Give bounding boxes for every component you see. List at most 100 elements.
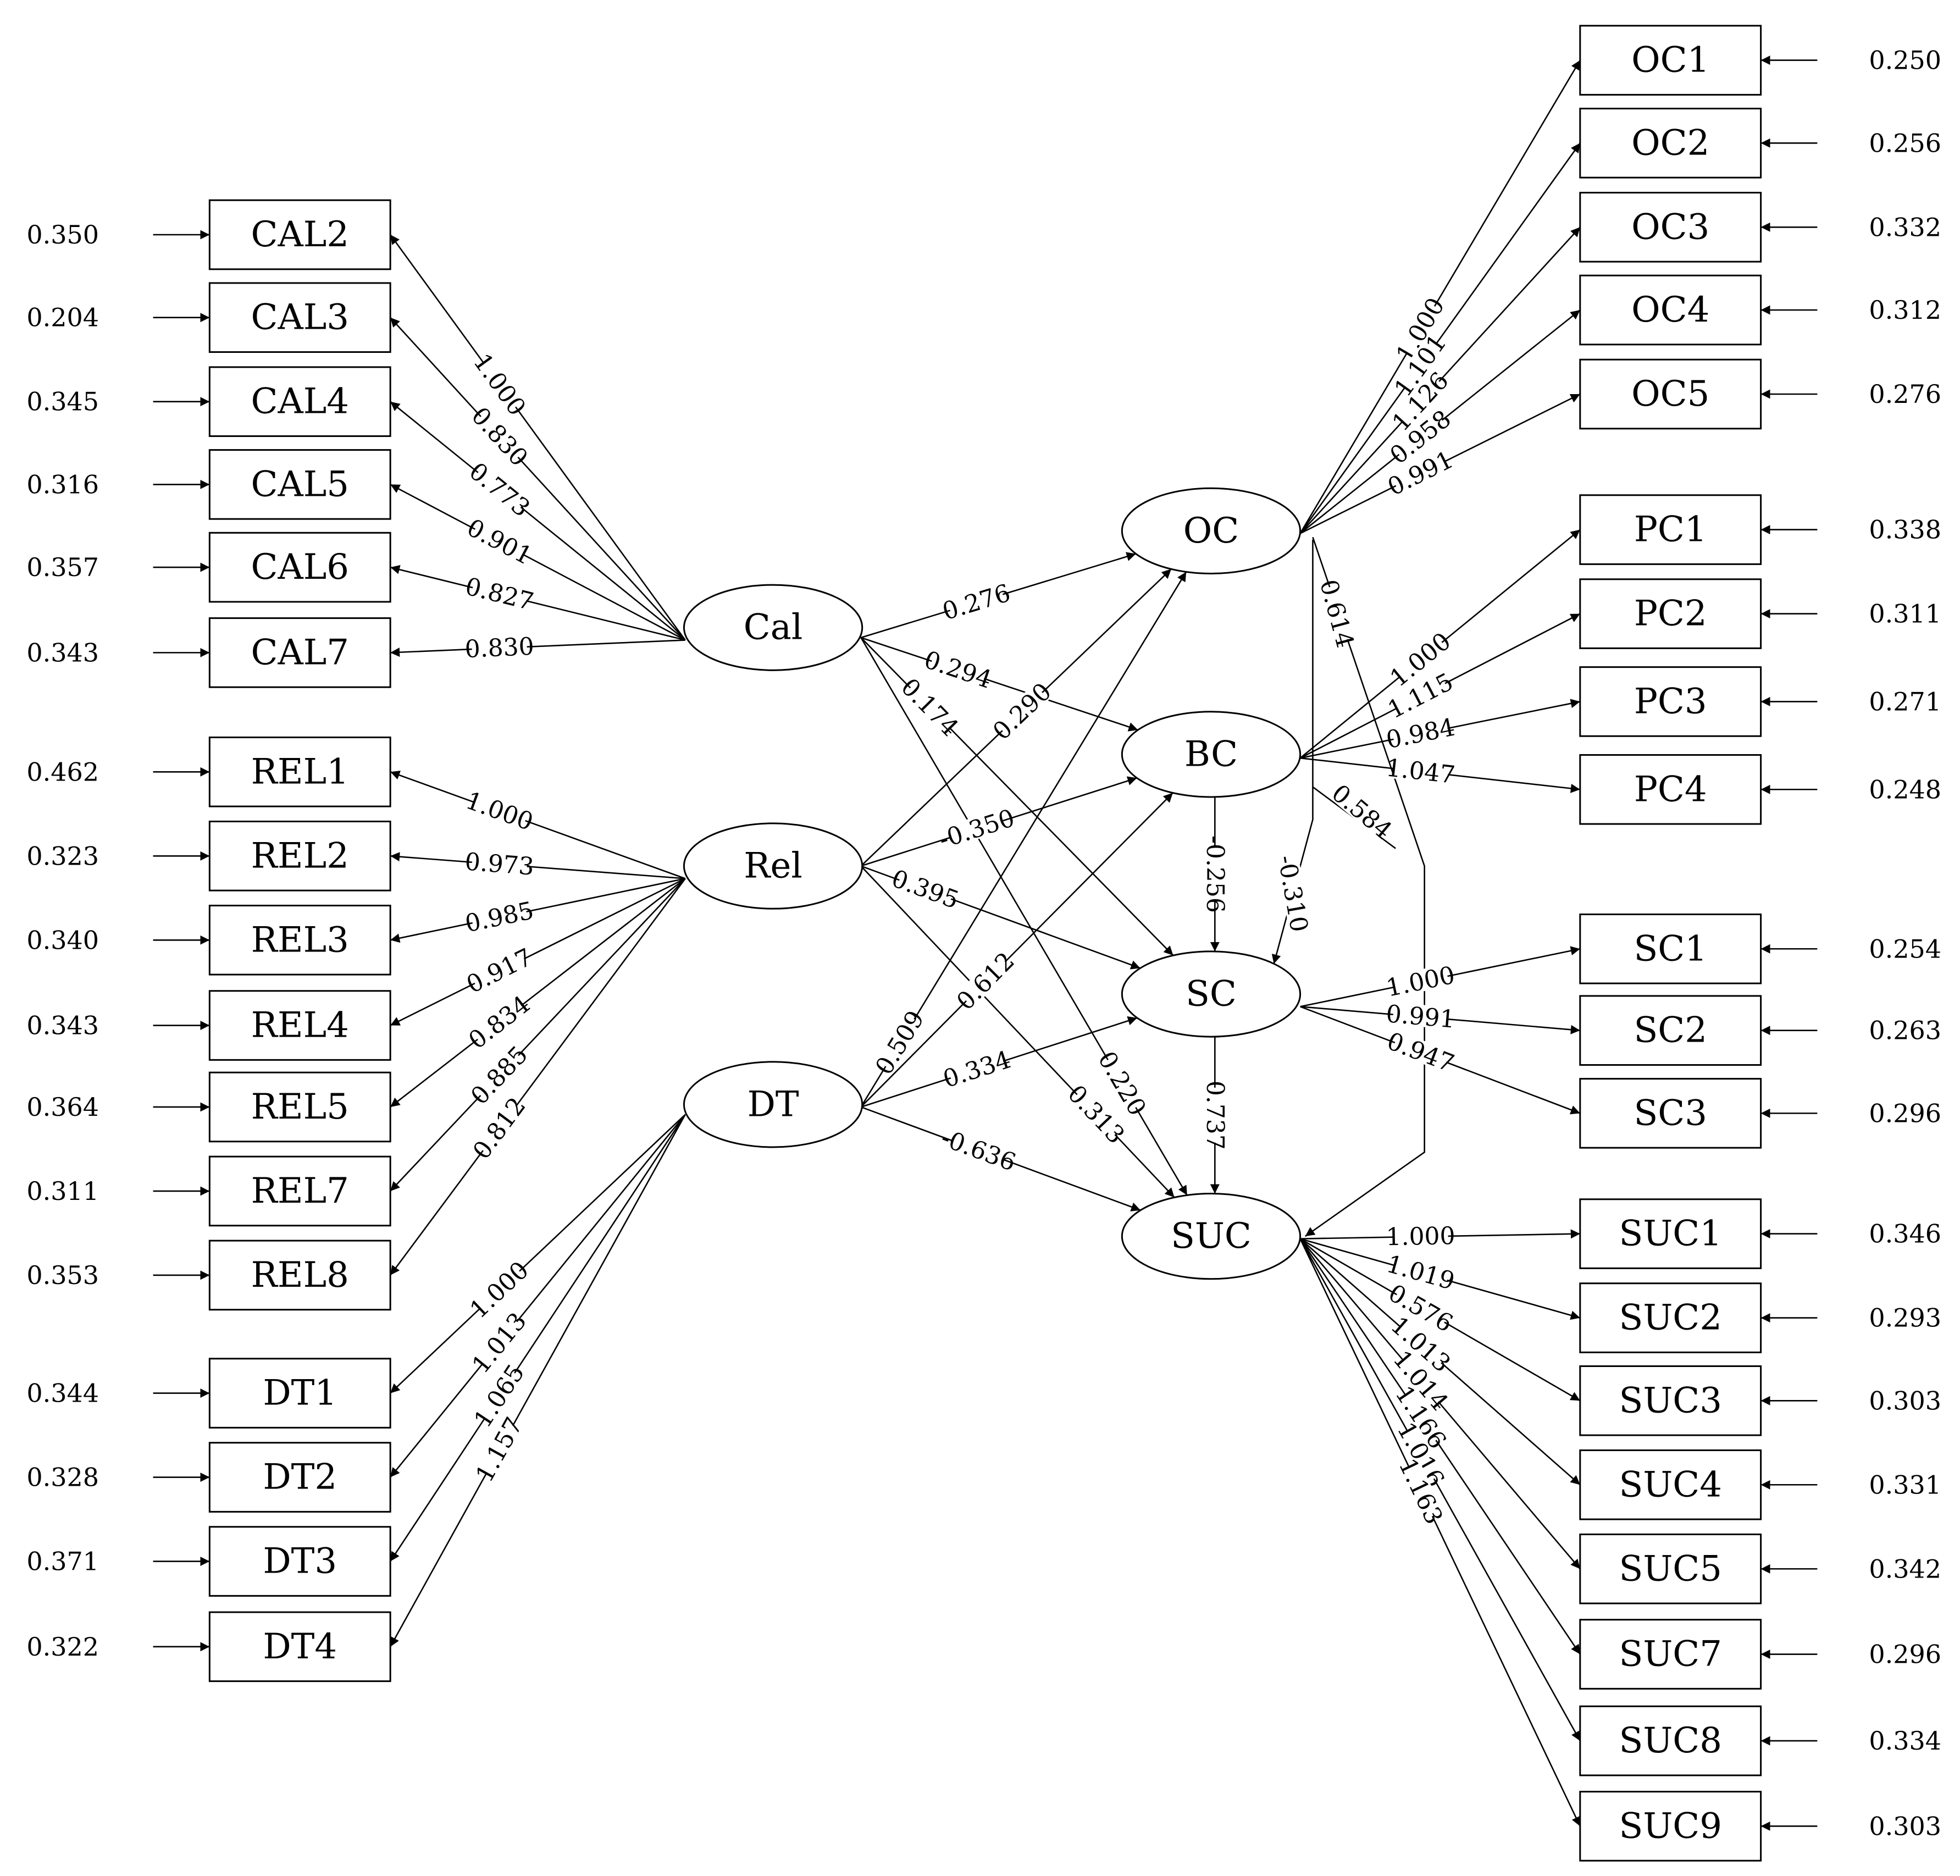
indicator-box-pc4 [1579, 754, 1762, 825]
indicator-box-pc3 [1579, 666, 1762, 737]
error-value-cal2: 0.350 [26, 220, 99, 250]
indicator-label-dt4: DT4 [263, 1626, 337, 1667]
indicator-label-cal7: CAL7 [251, 632, 349, 673]
error-value-sc1: 0.254 [1869, 934, 1941, 964]
latent-ellipse-dt [683, 1061, 863, 1148]
loading-arrow-rel4 [390, 878, 686, 1026]
path-value-dt-to-suc: -0.636 [937, 1124, 1020, 1177]
indicator-label-pc1: PC1 [1634, 510, 1707, 550]
indicator-label-pc4: PC4 [1634, 769, 1707, 810]
indicator-box-rel5 [208, 1071, 391, 1143]
indicator-label-sc3: SC3 [1634, 1093, 1707, 1133]
indicator-box-oc3 [1579, 192, 1762, 263]
loading-arrow-cal7 [390, 639, 685, 657]
loading-value-cal3: 0.830 [466, 402, 533, 472]
indicator-box-rel2 [208, 820, 391, 892]
error-value-suc5: 0.342 [1869, 1554, 1941, 1584]
indicator-label-rel2: REL2 [251, 835, 349, 876]
error-value-oc1: 0.250 [1869, 46, 1941, 75]
indicator-box-suc2 [1579, 1282, 1762, 1353]
path-value-bc-to-suc: 0.584 [1326, 779, 1397, 845]
indicator-label-sc1: SC1 [1634, 928, 1707, 969]
loading-value-cal4: 0.773 [464, 457, 535, 523]
path-value-rel-to-oc: 0.290 [988, 678, 1057, 746]
error-value-oc5: 0.276 [1869, 379, 1941, 409]
indicator-box-oc2 [1579, 108, 1762, 179]
indicator-label-suc8: SUC8 [1619, 1720, 1721, 1761]
indicator-box-rel3 [208, 904, 391, 976]
path-value-rel-to-bc: -0.350 [935, 804, 1018, 854]
indicator-label-rel7: REL7 [251, 1171, 349, 1211]
latent-ellipse-cal [683, 584, 863, 671]
indicator-box-rel7 [208, 1155, 391, 1227]
loading-value-sc2: 0.991 [1385, 1000, 1457, 1034]
latent-label-suc: SUC [1171, 1216, 1252, 1257]
loading-arrow-rel7 [390, 878, 686, 1192]
indicator-label-dt1: DT1 [263, 1373, 337, 1414]
loading-arrow-cal2 [390, 234, 686, 641]
loading-value-rel5: 0.834 [463, 990, 535, 1054]
indicator-box-oc1 [1579, 25, 1762, 96]
loading-arrow-suc9 [1299, 1238, 1581, 1827]
indicator-box-cal2 [208, 199, 391, 270]
indicator-label-oc3: OC3 [1631, 207, 1709, 247]
indicator-box-sc2 [1579, 995, 1762, 1066]
loading-arrow-dt4 [390, 1114, 686, 1647]
loading-arrow-rel3 [390, 878, 686, 943]
error-value-oc4: 0.312 [1869, 295, 1941, 325]
error-value-suc9: 0.303 [1869, 1811, 1941, 1841]
indicator-label-suc9: SUC9 [1619, 1806, 1721, 1846]
indicator-label-cal5: CAL5 [251, 464, 349, 505]
loading-value-rel7: 0.885 [466, 1041, 534, 1110]
error-value-cal4: 0.345 [26, 387, 99, 417]
error-value-suc1: 0.346 [1869, 1219, 1941, 1249]
indicator-box-dt4 [208, 1611, 391, 1683]
error-value-rel1: 0.462 [26, 757, 99, 787]
indicator-box-cal3 [208, 282, 391, 353]
error-value-pc4: 0.248 [1869, 774, 1941, 804]
loading-arrow-oc2 [1299, 142, 1581, 534]
indicator-label-cal2: CAL2 [251, 214, 349, 255]
error-value-rel7: 0.311 [26, 1176, 99, 1206]
loading-value-cal5: 0.901 [462, 513, 536, 571]
error-value-suc7: 0.296 [1869, 1640, 1941, 1669]
path-dt-to-oc [860, 571, 1187, 1108]
indicator-box-oc5 [1579, 358, 1762, 430]
indicator-box-dt3 [208, 1526, 391, 1597]
indicator-box-oc4 [1579, 274, 1762, 346]
latent-label-bc: BC [1184, 734, 1238, 774]
indicator-box-suc8 [1579, 1705, 1762, 1777]
indicator-label-dt2: DT2 [263, 1457, 337, 1498]
indicator-label-pc2: PC2 [1634, 594, 1707, 634]
indicator-box-dt2 [208, 1442, 391, 1513]
error-value-cal5: 0.316 [26, 469, 99, 499]
indicator-box-dt1 [208, 1358, 391, 1429]
error-value-suc2: 0.293 [1869, 1303, 1941, 1333]
indicator-label-cal6: CAL6 [251, 547, 349, 588]
loading-arrow-cal4 [390, 401, 686, 641]
loading-value-suc1: 1.000 [1386, 1222, 1455, 1251]
indicator-label-suc4: SUC4 [1619, 1464, 1721, 1505]
indicator-label-dt3: DT3 [263, 1541, 337, 1582]
indicator-label-sc2: SC2 [1634, 1010, 1707, 1051]
indicator-box-suc7 [1579, 1619, 1762, 1690]
indicator-box-cal5 [208, 449, 391, 520]
loading-value-rel4: 0.917 [462, 943, 536, 999]
path-value-cal-to-bc: 0.294 [921, 646, 995, 694]
loading-value-pc4: 1.047 [1385, 754, 1457, 789]
latent-ellipse-suc [1121, 1193, 1302, 1280]
loading-arrow-rel1 [390, 771, 686, 879]
loading-arrow-rel8 [390, 878, 686, 1276]
path-oc-to-suc [1304, 536, 1425, 1237]
loading-arrow-dt2 [390, 1114, 686, 1478]
error-value-rel4: 0.343 [26, 1011, 99, 1041]
indicator-label-suc7: SUC7 [1619, 1634, 1721, 1675]
indicator-box-rel8 [208, 1239, 391, 1311]
indicator-label-oc2: OC2 [1631, 123, 1709, 163]
latent-ellipse-oc [1121, 487, 1302, 575]
loading-arrow-rel5 [390, 878, 686, 1108]
edges-layer [153, 56, 1818, 1831]
latent-label-oc: OC [1183, 511, 1239, 551]
coefficient-labels-layer: 1.0000.8300.7730.9010.8270.8301.0000.973… [462, 293, 1458, 1529]
